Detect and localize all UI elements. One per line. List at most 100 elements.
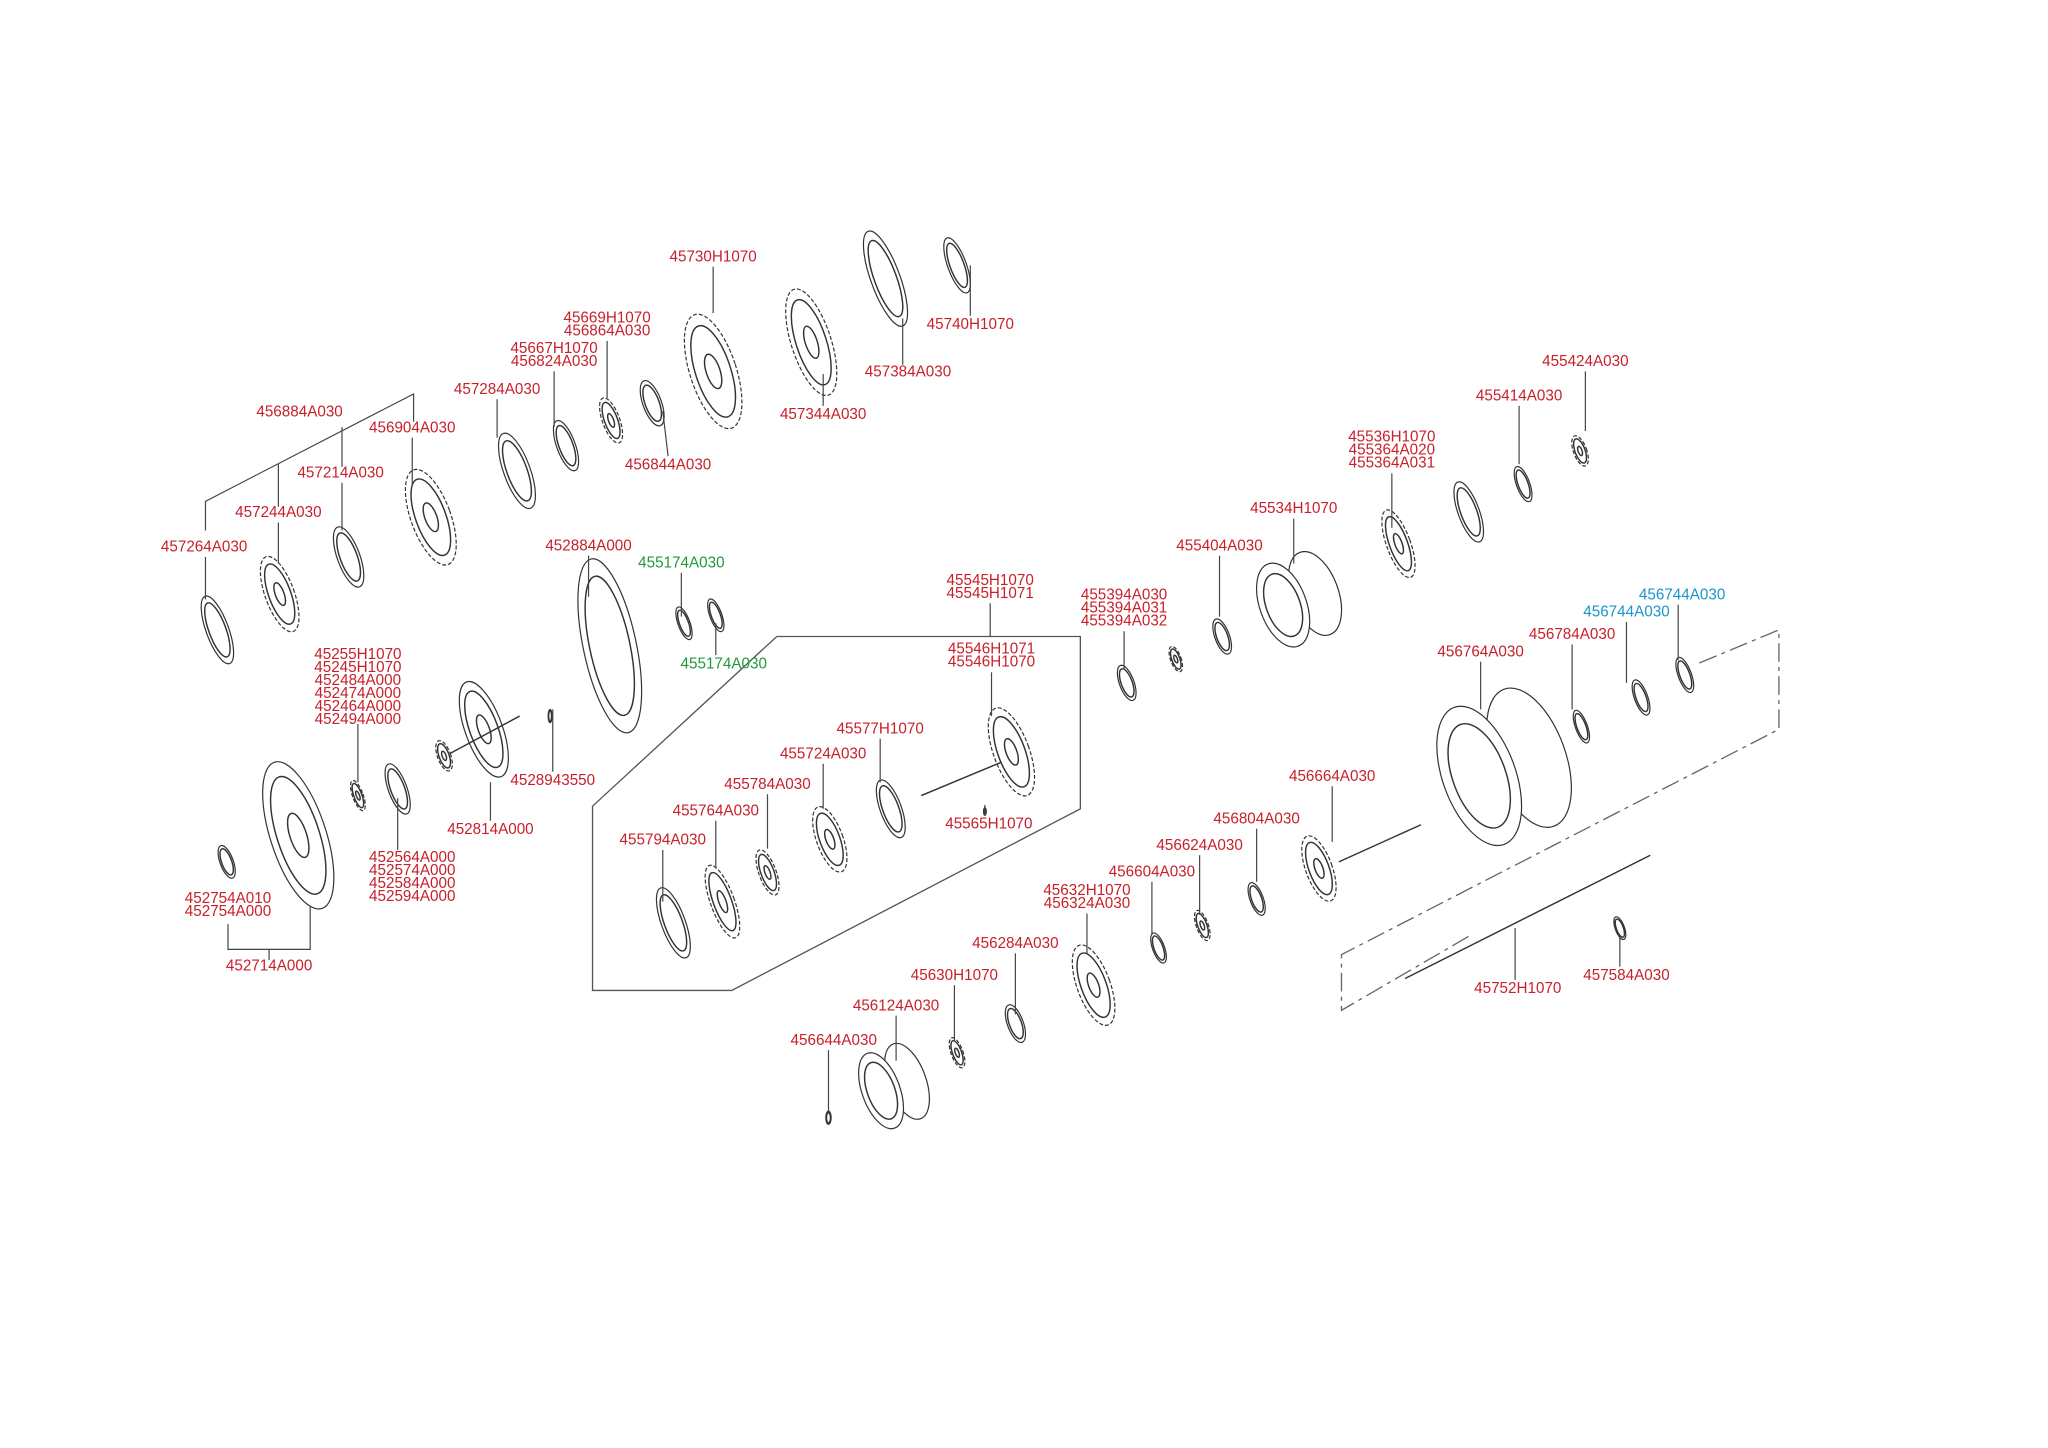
part-number-label[interactable]: 457214A030 [297, 464, 383, 481]
bracket-456884 [204, 392, 415, 531]
part-number-label[interactable]: 456764A030 [1437, 643, 1523, 660]
part-number-label[interactable]: 455174A030 [681, 655, 767, 672]
part-number-label[interactable]: 452814A000 [447, 821, 533, 838]
part-number-label[interactable]: 456624A030 [1156, 837, 1242, 854]
part-number-label[interactable]: 457344A030 [780, 406, 866, 423]
part-number-label[interactable]: 456604A030 [1109, 863, 1195, 880]
part-number-label[interactable]: 456324A030 [1044, 895, 1130, 912]
part-number-label[interactable]: 45245H1070 [314, 659, 401, 676]
part-ring [655, 887, 691, 959]
part-gear [1168, 645, 1184, 673]
part-ring [547, 708, 553, 724]
part-drum [858, 1042, 930, 1130]
part-number-label[interactable]: 455724A030 [780, 745, 866, 762]
part-gear [683, 313, 743, 430]
part-number-label[interactable]: 45630H1070 [911, 967, 998, 984]
part-number-label[interactable]: 452584A000 [369, 875, 455, 892]
part-gear [1071, 944, 1116, 1026]
part-number-label[interactable]: 455174A030 [638, 555, 724, 572]
part-gear [1571, 435, 1589, 467]
part-gear [404, 468, 457, 566]
part-number-label[interactable]: 45565H1070 [945, 816, 1032, 833]
part-number-label[interactable]: 455364A031 [1349, 455, 1435, 472]
part-number-label[interactable]: 456824A030 [511, 353, 597, 370]
part-number-label[interactable]: 455394A030 [1081, 586, 1167, 603]
part-drum [1436, 687, 1572, 847]
part-number-label[interactable]: 45534H1070 [1250, 500, 1337, 517]
part-number-label[interactable]: 457584A030 [1583, 967, 1669, 984]
part-number-label[interactable]: 45730H1070 [670, 248, 757, 265]
part-number-label[interactable]: 45752H1070 [1474, 980, 1561, 997]
part-number-label[interactable]: 45255H1070 [314, 646, 401, 663]
shaft [920, 761, 1002, 797]
part-gear [349, 779, 366, 812]
part-number-label[interactable]: 452494A000 [315, 711, 401, 728]
part-gear [948, 1037, 966, 1069]
part-number-label[interactable]: 452754A000 [185, 903, 271, 920]
shaft [1338, 824, 1422, 863]
part-number-label[interactable]: 455794A030 [620, 832, 706, 849]
part-number-label[interactable]: 452474A000 [315, 685, 401, 702]
part-number-label[interactable]: 452464A000 [315, 698, 401, 715]
part-number-label[interactable]: 455784A030 [724, 776, 810, 793]
part-number-label[interactable]: 452484A000 [315, 672, 401, 689]
part-number-label[interactable]: 45740H1070 [927, 316, 1014, 333]
part-number-label[interactable]: 456644A030 [791, 1032, 877, 1049]
part-ring [1150, 932, 1167, 964]
part-gear [755, 849, 780, 896]
part-number-label[interactable]: 452564A000 [369, 849, 455, 866]
part-ring [1613, 916, 1627, 941]
part-number-label[interactable]: 452714A000 [226, 958, 312, 975]
part-number-label[interactable]: 45545H1070 [947, 572, 1034, 589]
part-gear [1193, 909, 1211, 942]
part-number-label[interactable]: 456844A030 [625, 456, 711, 473]
shaft [450, 715, 520, 754]
parts-drawing [200, 230, 1695, 1130]
part-number-label[interactable]: 45667H1070 [510, 340, 597, 357]
part-number-label[interactable]: 456744A030 [1639, 586, 1725, 603]
part-ring [862, 230, 909, 327]
part-gear [704, 864, 741, 939]
part-number-label[interactable]: 45669H1070 [563, 309, 650, 326]
part-ring [943, 237, 971, 294]
part-number-label[interactable]: 457244A030 [235, 504, 321, 521]
part-number-label[interactable]: 455414A030 [1476, 388, 1562, 405]
part-number-label[interactable]: 457264A030 [161, 539, 247, 556]
part-number-label[interactable]: 455394A032 [1081, 612, 1167, 629]
part-number-label[interactable]: 456884A030 [256, 403, 342, 420]
part-number-label[interactable]: 456744A030 [1583, 604, 1669, 621]
part-number-label[interactable]: 455394A031 [1081, 599, 1167, 616]
part-ring [1675, 656, 1695, 694]
part-labels: 45730H1070 45740H1070 457384A030 457344A030… [161, 248, 1725, 1048]
part-number-label[interactable]: 452754A010 [185, 890, 271, 907]
part-number-label[interactable]: 452884A000 [545, 537, 631, 554]
part-number-label[interactable]: 45632H1070 [1043, 882, 1130, 899]
part-number-label[interactable]: 45545H1071 [947, 585, 1034, 602]
part-number-label[interactable]: 45546H1071 [948, 641, 1035, 658]
part-number-label[interactable]: 45546H1070 [948, 654, 1035, 671]
part-number-label[interactable]: 452574A000 [369, 862, 455, 879]
part-number-label[interactable]: 456864A030 [564, 322, 650, 339]
part-number-label[interactable]: 455764A030 [673, 802, 759, 819]
part-number-label[interactable]: 45536H1070 [1348, 429, 1435, 446]
part-number-label[interactable]: 456904A030 [369, 419, 455, 436]
part-number-label[interactable]: 45577H1070 [837, 720, 924, 737]
part-number-label[interactable]: 457384A030 [865, 364, 951, 381]
part-number-label[interactable]: 455404A030 [1176, 537, 1262, 554]
part-ring [577, 558, 643, 734]
leader-lines [204, 265, 1679, 1114]
part-number-label[interactable]: 4528943550 [510, 772, 595, 789]
part-number-label[interactable]: 456284A030 [972, 935, 1058, 952]
part-number-label[interactable]: 452594A000 [369, 888, 455, 905]
part-number-label[interactable]: 456804A030 [1213, 810, 1299, 827]
part-number-label[interactable]: 456664A030 [1289, 768, 1375, 785]
part-ring [1116, 664, 1137, 702]
part-number-label[interactable]: 457284A030 [454, 381, 540, 398]
part-ring [497, 432, 537, 510]
part-number-label[interactable]: 455424A030 [1542, 353, 1628, 370]
part-number-label[interactable]: 456124A030 [853, 997, 939, 1014]
part-gear [812, 806, 848, 873]
group-frames [204, 392, 1780, 1012]
part-number-label[interactable]: 455364A020 [1349, 442, 1435, 459]
part-number-label[interactable]: 456784A030 [1529, 626, 1615, 643]
